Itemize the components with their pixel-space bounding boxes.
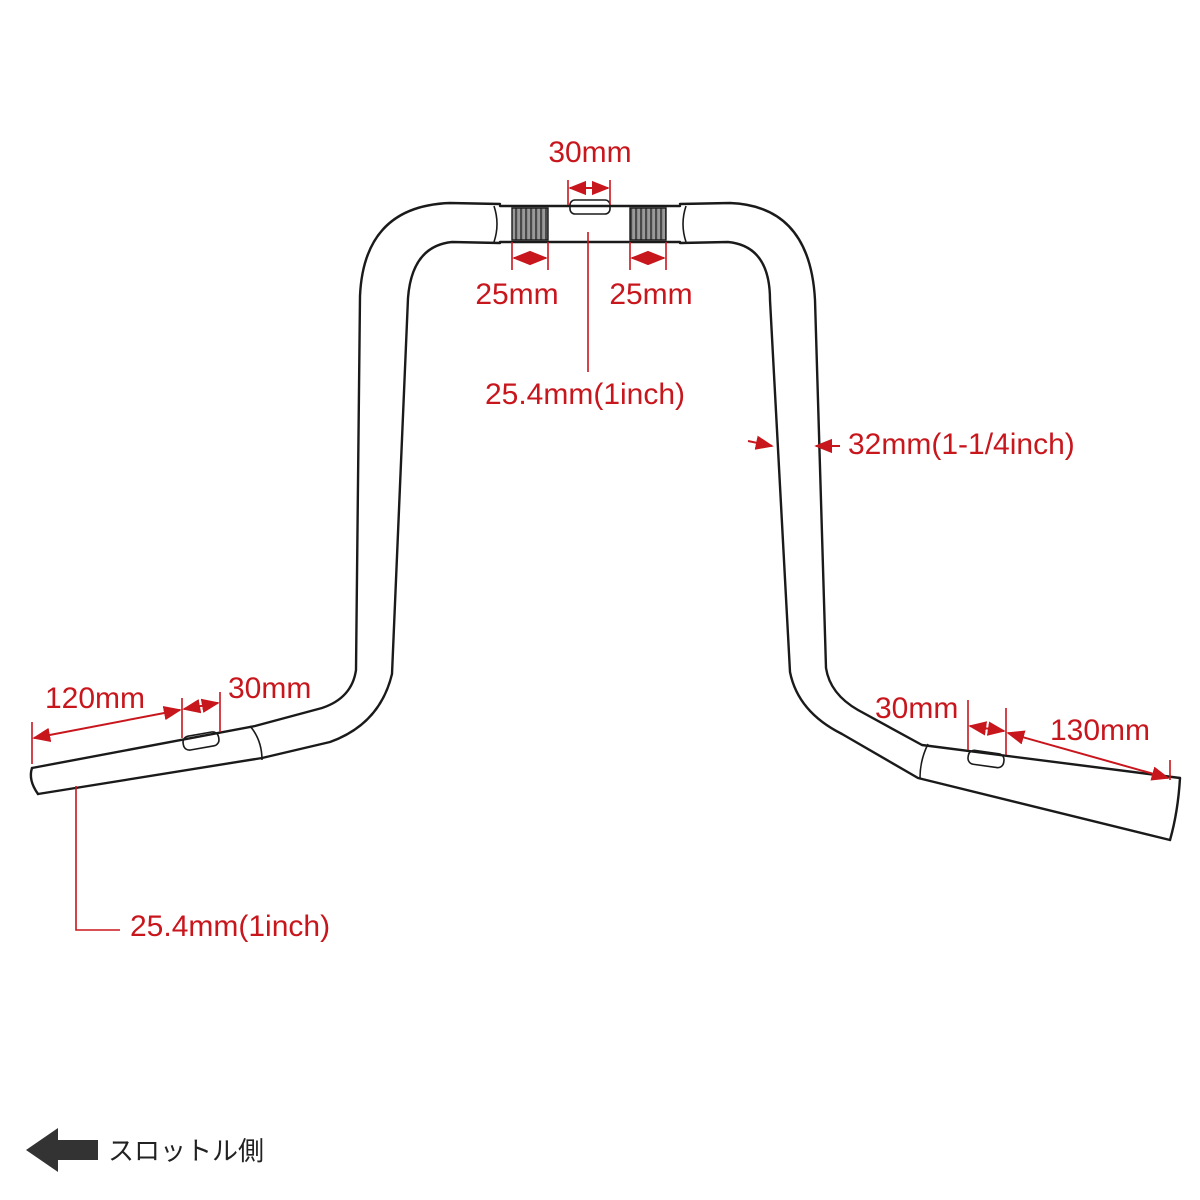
throttle-side-legend: スロットル側 xyxy=(26,1128,264,1172)
center-diameter-label: 25.4mm(1inch) xyxy=(485,378,685,411)
handlebar-inner-edge xyxy=(36,240,1172,842)
left-knurl-width-label: 25mm xyxy=(475,278,558,311)
handlebar-body xyxy=(29,199,1182,842)
right-grip-length-label: 130mm xyxy=(1050,714,1150,747)
right-knurl-width-label: 25mm xyxy=(609,278,692,311)
right-end-cap xyxy=(1168,776,1182,842)
arrow-left-icon xyxy=(26,1128,98,1172)
left-center-joint xyxy=(493,205,498,243)
right-slot-width-label: 30mm xyxy=(875,692,958,725)
top-slot xyxy=(569,199,611,215)
right-slot xyxy=(967,749,1005,769)
left-knurl xyxy=(511,207,549,241)
riser-diameter-label: 32mm(1-1/4inch) xyxy=(848,428,1075,461)
throttle-side-label: スロットル側 xyxy=(108,1137,264,1167)
right-sleeve-joint xyxy=(919,743,929,779)
left-grip-dimension xyxy=(32,705,182,743)
left-slot xyxy=(182,731,220,751)
top-clamp-width-label: 30mm xyxy=(548,136,631,169)
dimensions: 30mm 25mm 25mm 25.4mm(1inch) 32mm(1-1/4i… xyxy=(31,136,1171,943)
left-sleeve-joint xyxy=(249,725,263,761)
end-diameter-label: 25.4mm(1inch) xyxy=(130,910,330,943)
left-slot-width-label: 30mm xyxy=(228,672,311,705)
left-end-cap xyxy=(29,766,40,796)
end-diameter-leader xyxy=(75,786,120,931)
left-grip-length-label: 120mm xyxy=(45,682,145,715)
riser-arrow-left xyxy=(747,435,774,450)
left-slot-dimension xyxy=(182,698,220,714)
handlebar-outer-edge xyxy=(30,201,1182,780)
right-grip-dimension xyxy=(1006,730,1170,781)
right-slot-dimension xyxy=(968,721,1006,736)
right-center-joint xyxy=(682,205,687,243)
right-knurl xyxy=(629,207,667,241)
